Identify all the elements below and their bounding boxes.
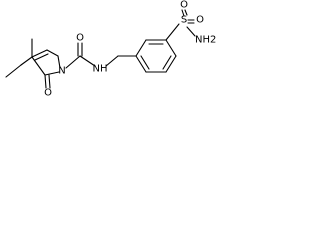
atom-label-pyrrole-nitrogen: N [58,66,65,77]
bond-s-o-top [181,9,185,17]
atom-label-layer: S O O NH2 N O O NH [44,0,216,99]
bond-c2-o [44,74,47,89]
bond-ar-4-5 [165,55,177,73]
bond-ar-6-1 [135,55,147,73]
bond-nh-ch2 [105,55,119,67]
bond-ethyl-ch2-ring [20,56,33,66]
bond-carbonyl-nh [79,55,96,67]
bond-ar-s [165,23,180,41]
bond-c4-c5 [46,49,59,57]
bond-s-n [186,26,196,37]
chemical-structure-diagram: S O O NH2 N O O NH [5,0,216,99]
bond-layer [5,9,196,89]
bond-s-o-top-double [184,9,188,16]
atom-label-ring-carbonyl-oxygen: O [44,88,52,99]
bond-n1-carbonyl [65,55,81,69]
atom-label-sulfur: S [181,15,187,26]
bond-ar-1-2 [135,39,147,57]
bond-n1-c2 [44,71,60,76]
bond-ar-inner-2 [162,55,172,70]
bond-ethyl-ch3-ch2 [5,64,22,78]
bond-ar-3-4 [165,39,177,57]
atom-label-amide-carbonyl-oxygen: O [76,33,84,44]
bond-c3-c4-double [34,53,49,61]
bond-c2-c3 [31,56,46,76]
bond-c3-c4 [31,49,48,58]
atom-label-sulfonyl-oxygen-right: O [196,15,204,26]
atom-label-amide-nitrogen: NH [93,64,108,75]
bond-c2-o-double [48,74,51,89]
atom-label-sulfonyl-oxygen-top: O [180,0,188,11]
bond-c5-n1 [57,55,61,69]
bond-ar-inner-3 [140,55,150,70]
atom-label-sulfonamide-nitrogen: NH2 [195,35,216,46]
